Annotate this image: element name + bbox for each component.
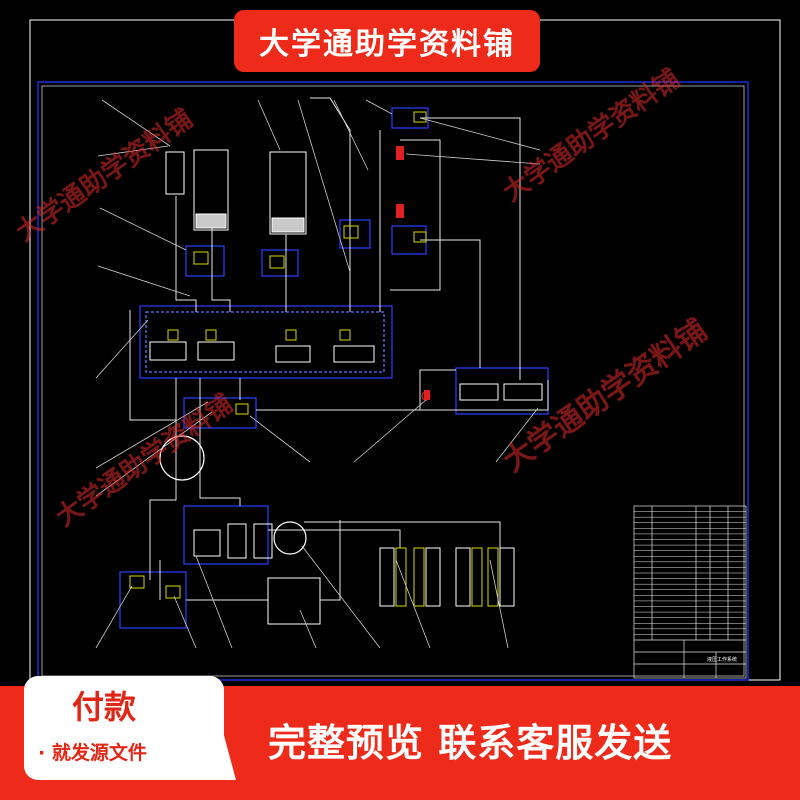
directional-valves <box>149 341 543 625</box>
sheet-inner-border <box>37 81 749 681</box>
pay-card[interactable]: 付款 · 就发源文件 <box>24 676 224 780</box>
sheet-inner-white <box>41 85 745 677</box>
hydraulic-lines <box>129 97 549 601</box>
motor-circle <box>273 521 307 555</box>
shop-name: 大学通助学资料铺 <box>259 27 515 62</box>
title-block-footer <box>634 639 746 678</box>
pump-circle <box>159 435 205 481</box>
actuator-bank <box>379 547 515 607</box>
pay-subtitle: · 就发源文件 <box>38 742 147 764</box>
cylinder-1 <box>165 149 307 235</box>
title-block-label: 液压工作系统 <box>707 656 737 663</box>
footer-message: 完整预览 联系客服发送 <box>268 721 673 765</box>
small-components <box>129 111 430 599</box>
shop-banner: 大学通助学资料铺 <box>234 10 540 72</box>
title-block-rows <box>634 511 746 635</box>
leader-lines <box>95 99 541 649</box>
pay-title: 付款 <box>71 688 136 726</box>
